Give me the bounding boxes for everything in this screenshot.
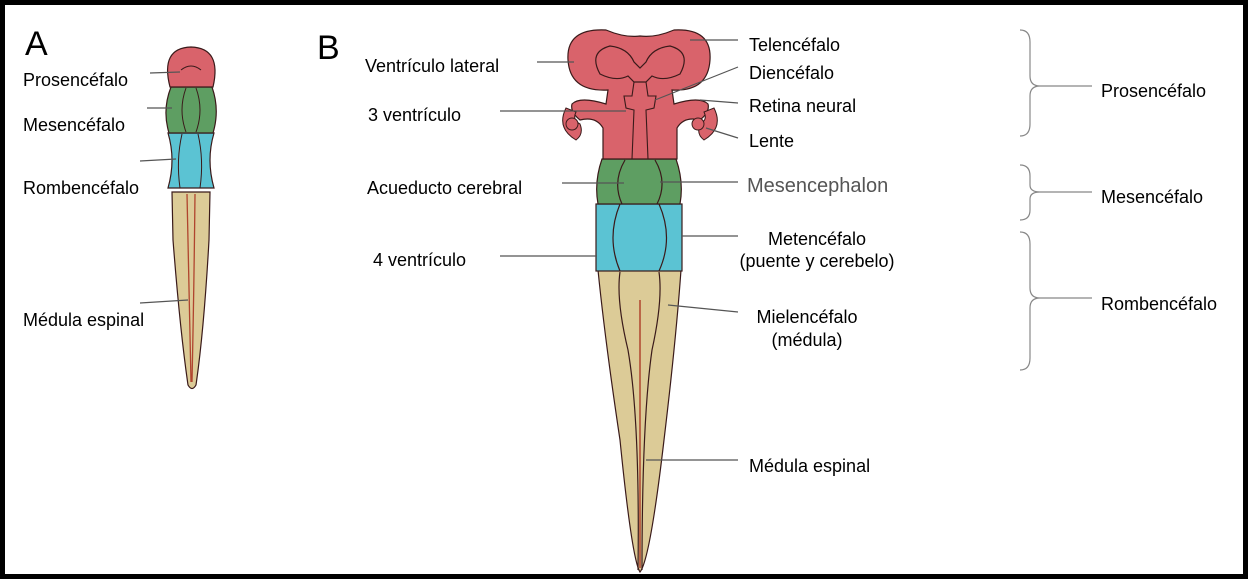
b-label-mesencephalon: Mesencephalon <box>747 176 888 196</box>
brain-vesicles-illustration <box>5 5 1243 574</box>
b-label-retina: Retina neural <box>749 96 856 116</box>
b-lens-left <box>566 118 578 130</box>
b-label-metencefalo: Metencéfalo <box>717 229 917 249</box>
b-label-diencefalo: Diencéfalo <box>749 63 834 83</box>
b-label-telencefalo: Telencéfalo <box>749 35 840 55</box>
b-label-lente: Lente <box>749 131 794 151</box>
a-label-mesencefalo: Mesencéfalo <box>23 115 125 135</box>
a-label-medula: Médula espinal <box>23 310 144 330</box>
b-forebrain <box>568 30 710 159</box>
a-hindbrain <box>168 133 214 188</box>
panel-label-b: B <box>317 31 340 65</box>
b-hindbrain <box>596 204 682 271</box>
b-label-medula: Médula espinal <box>749 456 870 476</box>
b-braces <box>1020 30 1092 370</box>
b-label-mielencefalo: Mielencéfalo <box>717 307 897 327</box>
b-label-tercer-ventriculo: 3 ventrículo <box>368 105 461 125</box>
b-label-acueducto: Acueducto cerebral <box>367 178 522 198</box>
a-label-rombencefalo: Rombencéfalo <box>23 178 139 198</box>
b-label-ventriculo-lateral: Ventrículo lateral <box>365 56 499 76</box>
b-lens-right <box>692 118 704 130</box>
a-forebrain <box>168 47 215 87</box>
group-label-prosencefalo: Prosencéfalo <box>1101 81 1206 101</box>
b-label-metencefalo-sub: (puente y cerebelo) <box>717 251 917 271</box>
a-label-prosencefalo: Prosencéfalo <box>23 70 128 90</box>
group-label-rombencefalo: Rombencéfalo <box>1101 294 1217 314</box>
b-label-mielencefalo-sub: (médula) <box>717 330 897 350</box>
panel-label-a: A <box>25 27 48 61</box>
group-label-mesencefalo: Mesencéfalo <box>1101 187 1203 207</box>
a-midbrain <box>166 87 216 133</box>
b-label-cuarto-ventriculo: 4 ventrículo <box>373 250 466 270</box>
